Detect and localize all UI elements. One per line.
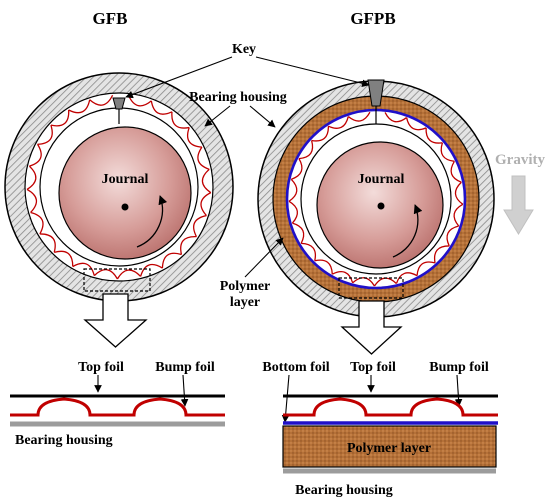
bump-arc (139, 263, 163, 277)
bump-arc (311, 126, 330, 142)
bearing-housing-label-right: Bearing housing (295, 483, 393, 498)
bump-arc (292, 222, 305, 244)
bump-arc (331, 271, 354, 283)
gfb-journal (58, 126, 192, 260)
polymer-layer-callout-line1: Polymer (220, 279, 271, 294)
gfb-key (112, 97, 126, 110)
bump-arc (68, 99, 91, 114)
gfb-rotation-arrow (136, 195, 168, 248)
bump-arc (328, 116, 349, 129)
bump-arc (433, 245, 450, 264)
bump-foil-label-left: Bump foil (155, 360, 215, 375)
bump-arc (446, 225, 459, 247)
bump-arc (161, 252, 182, 269)
polymer-layer-callout-line2: layer (230, 295, 260, 310)
gfpb-bearing (257, 79, 495, 318)
gfb-detail-box (83, 268, 151, 292)
bump-arc (26, 188, 38, 213)
bump-foil-label-right: Bump foil (429, 360, 489, 375)
bump-arc (425, 127, 443, 144)
bump-arc (301, 242, 316, 261)
gfpb-detail-bump-foil (283, 397, 498, 417)
bump-arc (150, 100, 173, 115)
bump-arc (116, 269, 142, 280)
bump-arc (37, 124, 53, 145)
bump-arc (26, 165, 37, 190)
bump-arc (298, 140, 314, 160)
bottom-foil-label: Bottom foil (262, 360, 329, 375)
gfpb-key (367, 79, 385, 107)
gfpb-rotation-arrow (392, 204, 423, 258)
bump-arc (288, 200, 298, 224)
gfpb-detail: Bottom foil Top foil Bump foil Polymer l… (262, 360, 498, 498)
bump-arc (453, 203, 464, 227)
gfb-detail: Top foil Bump foil Bearing housing (10, 360, 225, 448)
top-foil-label-left: Top foil (78, 360, 124, 375)
bump-arc (54, 250, 74, 267)
gfpb-bump-foil (288, 111, 464, 287)
bump-arc (186, 127, 202, 148)
bump-arc (395, 272, 418, 284)
bearing-housing-label: Bearing housing (189, 90, 287, 105)
bump-arc (197, 146, 210, 170)
bump-arc (201, 168, 212, 194)
gravity-arrow (503, 175, 534, 235)
key-label: Key (232, 42, 256, 57)
gravity-label: Gravity (495, 152, 545, 168)
gfb-detail-bump-foil (10, 397, 225, 417)
top-foil-label-right: Top foil (350, 360, 396, 375)
bump-arc (89, 94, 114, 106)
gfb-detail-arrow (83, 293, 148, 348)
bump-arc (288, 178, 298, 202)
bump-arc (72, 262, 95, 276)
bump-arc (347, 111, 371, 122)
gfpb-detail-polymer (282, 425, 497, 468)
bump-arc (180, 236, 197, 255)
gfpb-detail-box (338, 277, 404, 299)
bump-arc (50, 109, 70, 127)
bearing-housing-label-left: Bearing housing (15, 433, 113, 448)
bump-arc (416, 261, 436, 276)
bump-arc (454, 181, 464, 205)
bump-arc (384, 112, 407, 123)
gfb-bearing (4, 72, 234, 302)
journal-label-left: Journal (102, 172, 149, 187)
polymer-layer-detail-label: Polymer layer (347, 441, 431, 456)
journal-label-right: Journal (358, 172, 405, 187)
gfb-bump-foil (26, 94, 212, 280)
bump-arc (314, 259, 333, 275)
bump-arc (171, 111, 190, 129)
bump-arc (39, 233, 56, 253)
bump-arc (450, 160, 462, 183)
title-gfb: GFB (93, 9, 128, 28)
gfpb-detail-arrow (340, 300, 403, 355)
title-gfpb: GFPB (350, 9, 395, 28)
bump-arc (440, 142, 455, 162)
bump-arc (291, 158, 303, 180)
bump-arc (193, 214, 207, 237)
bump-arc (30, 211, 44, 235)
bump-arc (200, 192, 212, 216)
bump-arc (405, 117, 427, 131)
bump-arc (29, 143, 42, 167)
bump-arc (93, 269, 118, 280)
